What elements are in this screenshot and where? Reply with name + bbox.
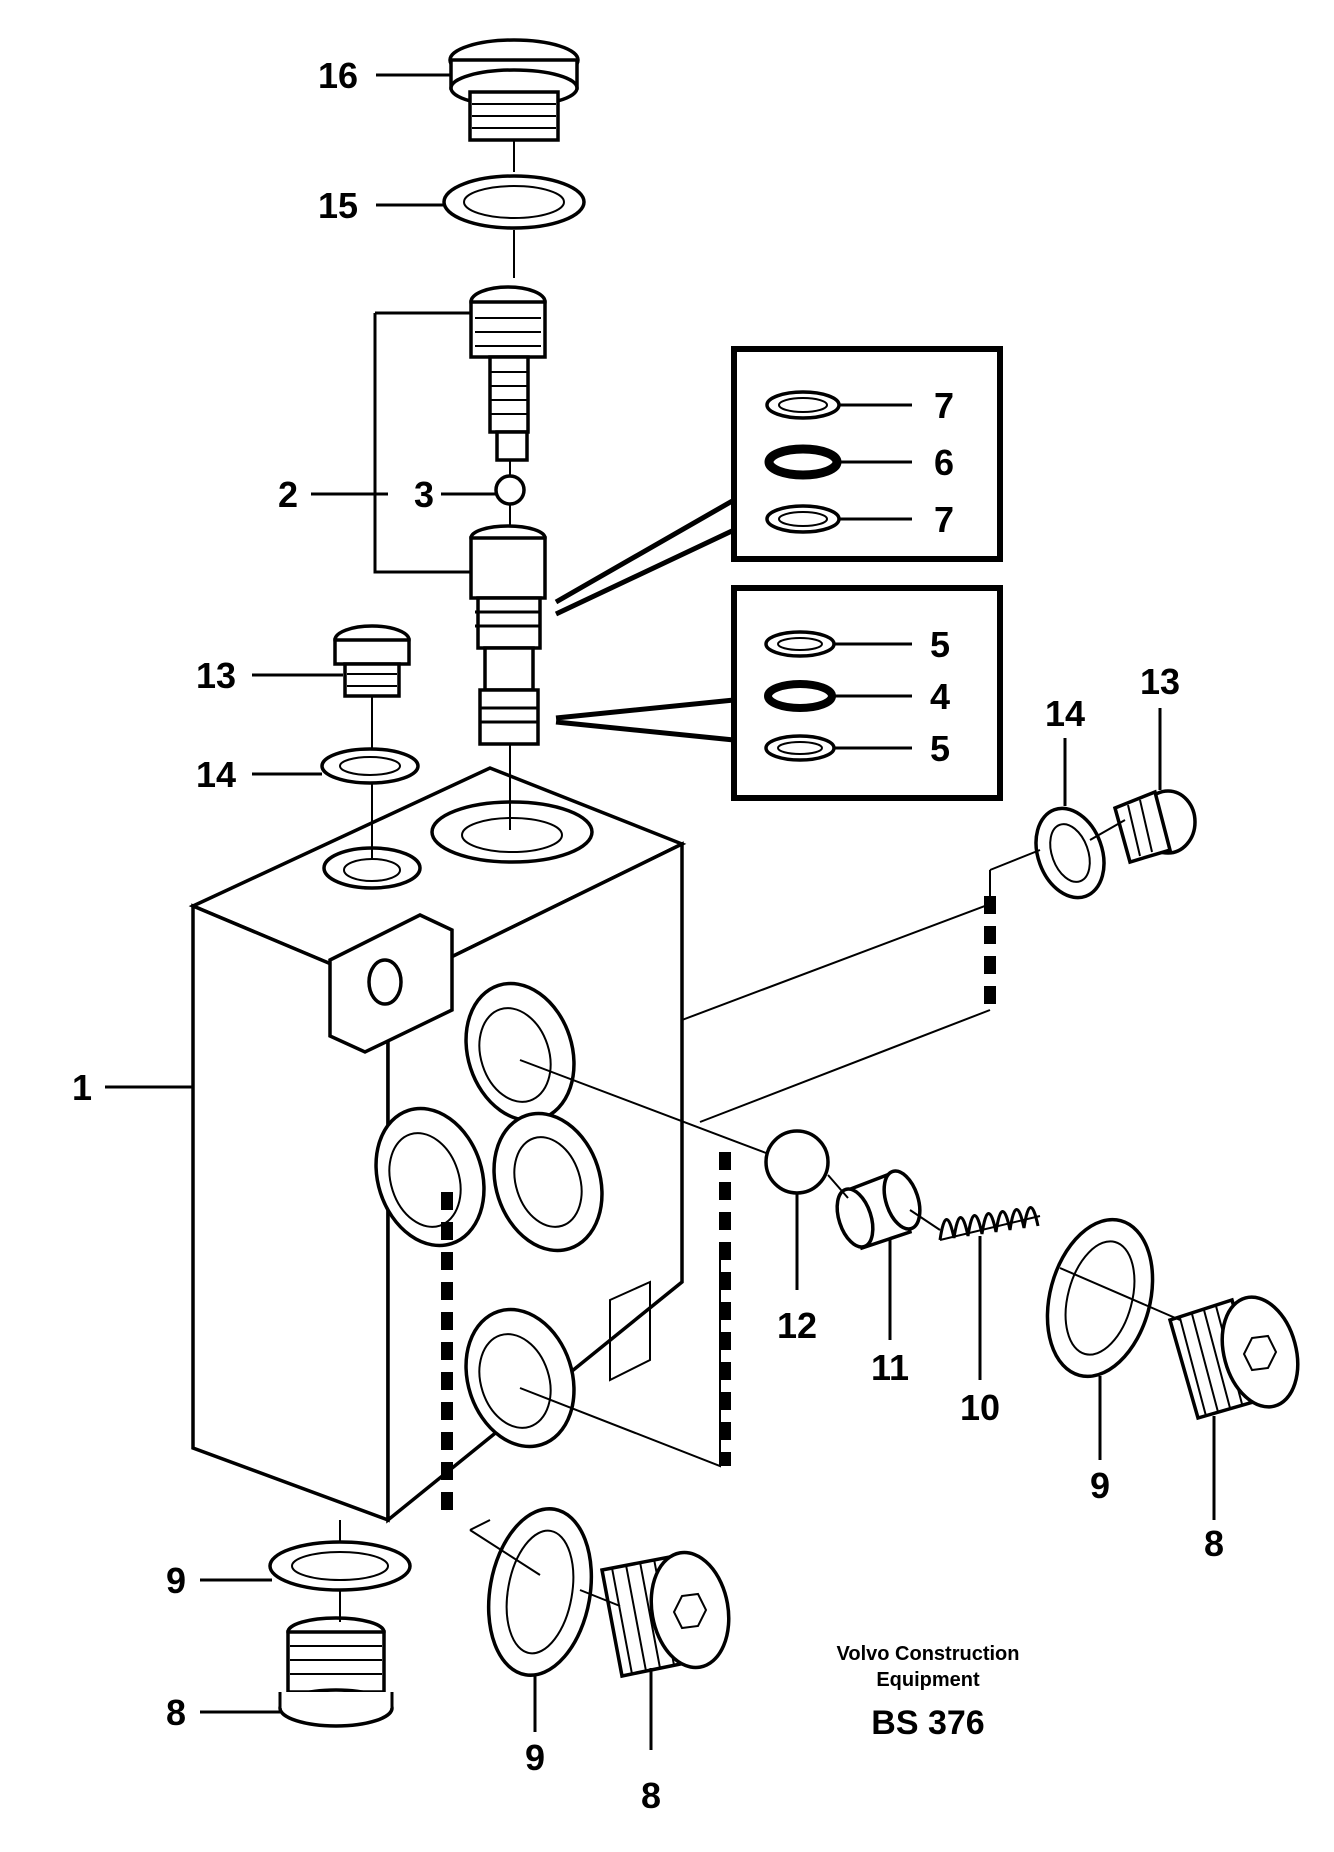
callout-3: 3: [414, 474, 434, 515]
callout-11: 11: [871, 1347, 909, 1388]
callout-2: 2: [278, 474, 298, 515]
brand-line-2: Equipment: [876, 1669, 980, 1691]
callout-8-right: 8: [1204, 1523, 1224, 1564]
callout-7-upper: 7: [934, 385, 954, 426]
seal-ring-9-middle: [486, 1507, 594, 1677]
callout-5-upper: 5: [930, 624, 950, 665]
seal-ring-15: [442, 174, 586, 230]
callout-12: 12: [777, 1305, 817, 1346]
callout-1: 1: [72, 1067, 92, 1108]
callout-13-left: 13: [196, 655, 236, 696]
seal-ring-14-right: [1034, 806, 1106, 900]
assembly-lines: [339, 140, 1181, 1622]
seal-ring-9-right: [1045, 1217, 1155, 1379]
drawing-code: BS 376: [871, 1704, 984, 1742]
callout-labels: 16 15 2 3 7 6 7 5 4 5 13 14 14 13 1 12 1…: [72, 55, 1224, 1816]
inset-box-lower: [731, 585, 1003, 801]
callout-8-middle: 8: [641, 1775, 661, 1816]
callout-16: 16: [318, 55, 358, 96]
ball-12: [764, 1129, 830, 1195]
callout-14-left: 14: [196, 754, 236, 795]
callout-9-middle: 9: [525, 1737, 545, 1778]
valve-block: [188, 766, 687, 1524]
plug-13-right: [1112, 789, 1197, 865]
callout-7-lower: 7: [934, 499, 954, 540]
callout-10: 10: [960, 1387, 1000, 1428]
sleeve-11: [835, 1169, 922, 1251]
brand-line-1: Volvo Construction: [837, 1643, 1020, 1665]
plug-8-middle: [599, 1550, 731, 1679]
callout-9-right: 9: [1090, 1465, 1110, 1506]
seal-ring-14-left: [320, 747, 420, 785]
leader-lines: [105, 73, 1216, 1750]
spring-10: [938, 1206, 1041, 1241]
seal-ring-9-bottom: [268, 1540, 412, 1592]
valve-cartridge: [469, 285, 547, 746]
inset-box-upper: [731, 346, 1003, 562]
plug-13-left: [333, 624, 411, 698]
branding: Volvo Construction Equipment BS 376: [837, 1643, 1020, 1742]
callout-15: 15: [318, 185, 358, 226]
callout-9-bottom: 9: [166, 1560, 186, 1601]
callout-13-right: 13: [1140, 661, 1180, 702]
callout-4: 4: [930, 676, 950, 717]
callout-8-bottom: 8: [166, 1692, 186, 1733]
plug-8-right: [1167, 1295, 1300, 1421]
callout-14-right: 14: [1045, 693, 1085, 734]
callout-5-lower: 5: [930, 728, 950, 769]
top-plug-16: [448, 38, 580, 142]
callout-6: 6: [934, 442, 954, 483]
plug-8-bottom: [278, 1616, 394, 1728]
